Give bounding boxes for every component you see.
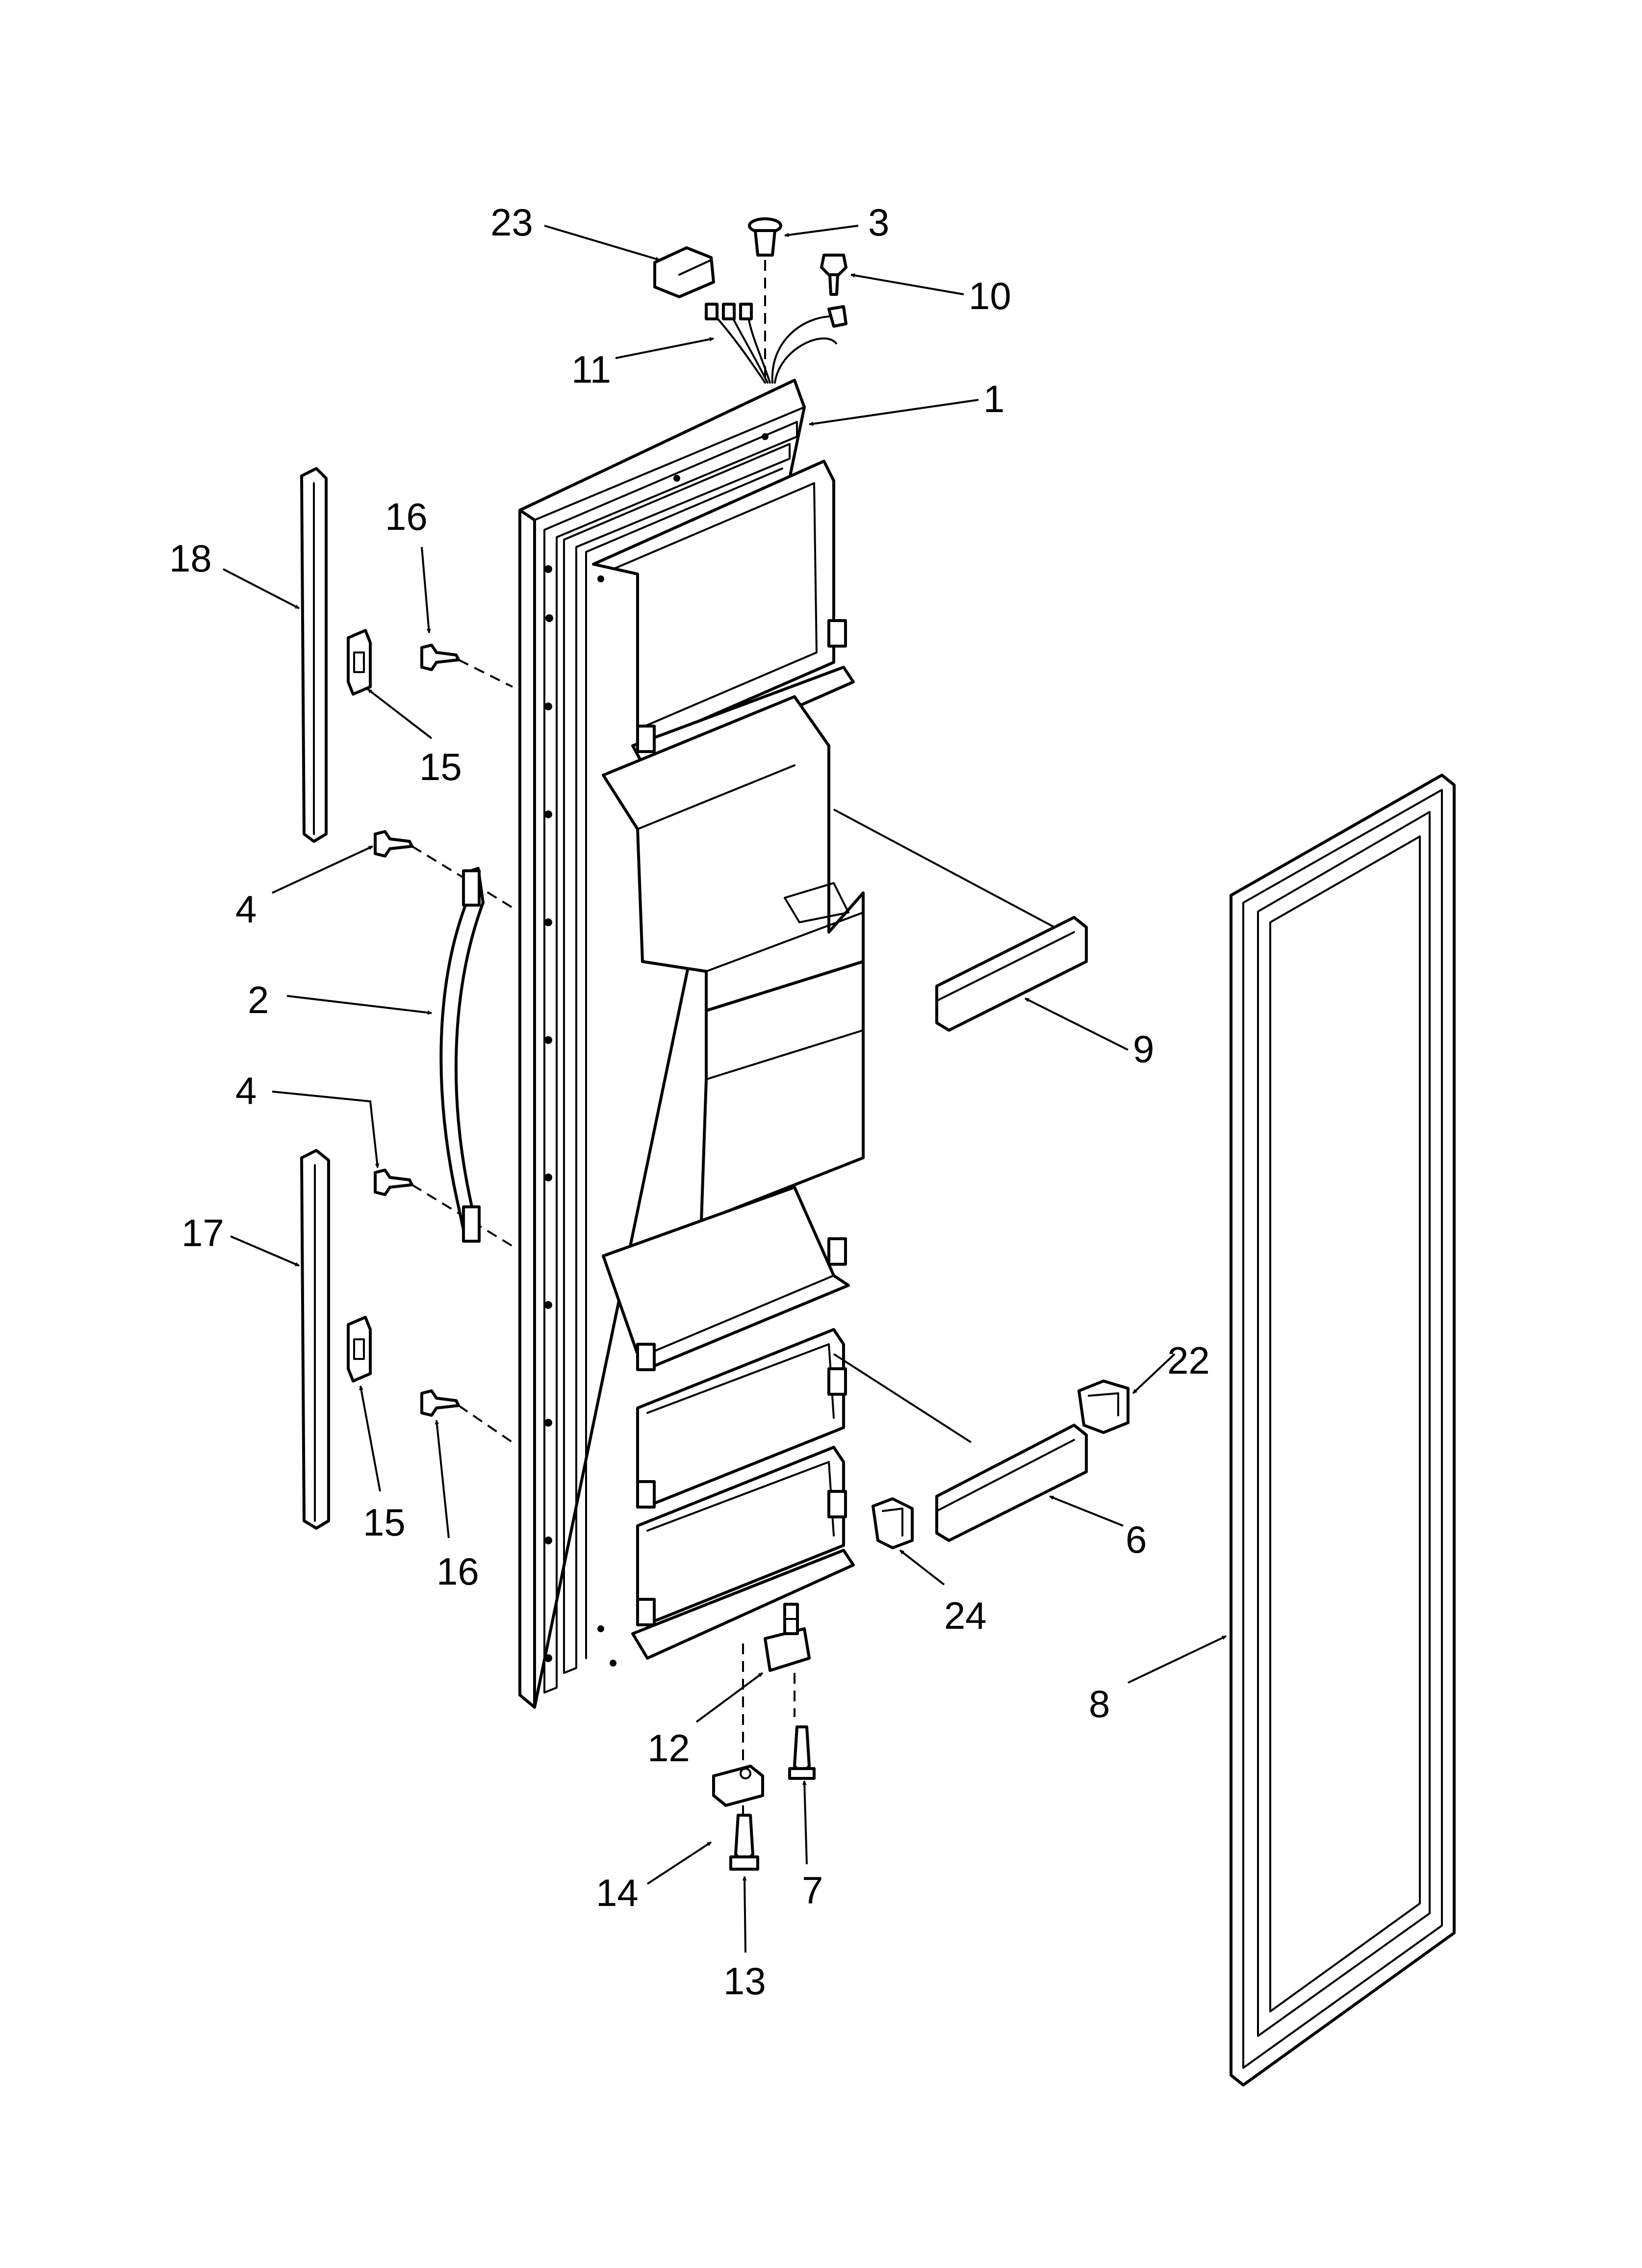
part-hinge-pin-12 xyxy=(764,1603,811,1672)
part-clip-lower xyxy=(347,1316,372,1382)
callout-8: 8 xyxy=(1089,1682,1110,1725)
leader-lines xyxy=(223,225,1227,1953)
part-screw-7 xyxy=(788,1725,816,1780)
part-trim-strip-lower xyxy=(300,1149,330,1530)
part-clip-upper xyxy=(347,629,372,696)
callout-1: 1 xyxy=(983,377,1004,420)
callout-10: 10 xyxy=(969,274,1011,317)
callout-7: 7 xyxy=(802,1869,823,1912)
callout-2: 2 xyxy=(248,978,269,1021)
part-screw-10 xyxy=(820,254,847,296)
callout-4-upper: 4 xyxy=(235,887,257,931)
door-holes xyxy=(544,433,769,1667)
callout-6: 6 xyxy=(1126,1518,1147,1561)
callout-15-upper: 15 xyxy=(419,745,462,788)
callout-labels: 23 3 10 11 1 16 18 15 4 2 9 4 17 22 15 1… xyxy=(169,201,1210,2003)
callout-13: 13 xyxy=(723,1959,766,2003)
part-rail-upper xyxy=(935,916,1088,1032)
callout-23: 23 xyxy=(490,201,533,244)
callout-3: 3 xyxy=(868,201,889,244)
part-wire-harness-11 xyxy=(705,303,847,384)
part-plug-3 xyxy=(748,217,782,257)
part-connector-23 xyxy=(653,246,715,298)
callout-22: 22 xyxy=(1167,1339,1210,1382)
part-gasket xyxy=(1230,774,1456,2086)
callout-18: 18 xyxy=(169,537,212,580)
part-handle xyxy=(439,867,485,1243)
callout-16-upper: 16 xyxy=(385,495,428,538)
part-screw-13 xyxy=(729,1814,759,1871)
part-freezer-door xyxy=(518,379,865,1709)
callout-4-lower: 4 xyxy=(235,1069,257,1112)
callout-15-lower: 15 xyxy=(363,1501,406,1544)
part-trim-strip-upper xyxy=(300,467,328,843)
callout-11: 11 xyxy=(571,348,611,391)
part-rail-lower xyxy=(935,1424,1088,1542)
callout-16-lower: 16 xyxy=(436,1550,479,1593)
callout-14: 14 xyxy=(596,1871,639,1914)
part-hinge-14 xyxy=(712,1765,764,1807)
callout-12: 12 xyxy=(647,1726,690,1770)
part-bracket-22 xyxy=(1078,1380,1129,1434)
callout-24: 24 xyxy=(944,1594,987,1637)
part-bracket-24 xyxy=(872,1497,914,1549)
callout-17: 17 xyxy=(181,1211,224,1254)
callout-9: 9 xyxy=(1133,1027,1154,1070)
